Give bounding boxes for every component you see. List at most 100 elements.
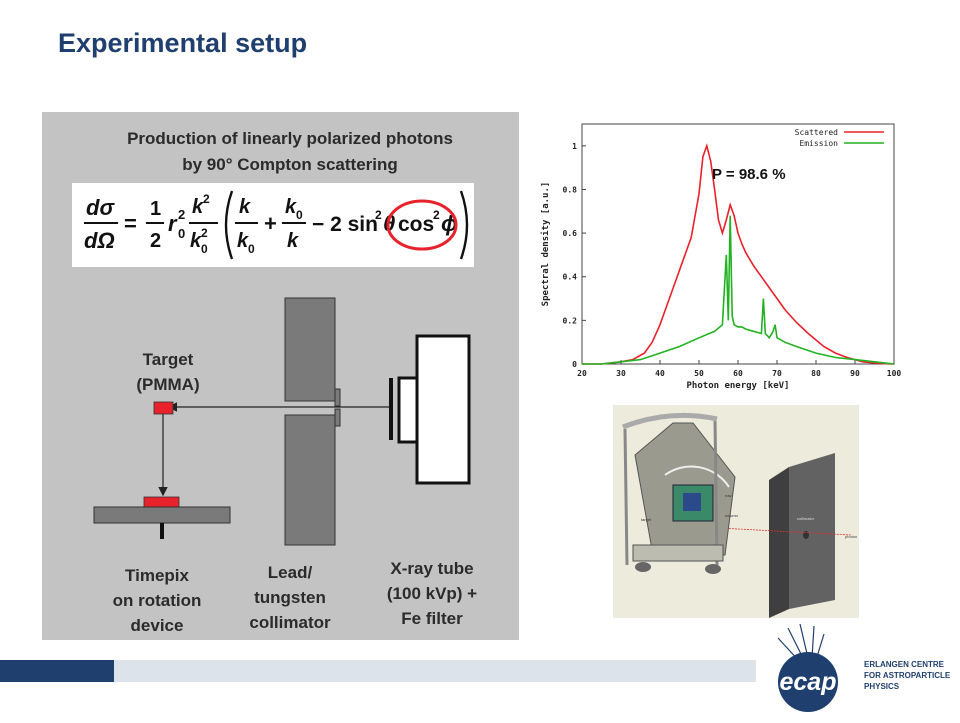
y-axis-label: Spectral density [a.u.] [540,182,551,307]
slide-title: Experimental setup [58,28,308,58]
formula-k-num-sq: 2 [203,192,210,206]
x-tick-label: 30 [616,369,626,378]
collimator-label: Lead/ tungsten collimator [240,560,340,635]
x-tick-label: 40 [655,369,665,378]
render-label-row: row [725,493,732,498]
rotation-device-render: collimator photon target row column [613,405,859,618]
pmma-target [153,401,174,415]
formula-k-num: k [192,196,204,218]
y-tick-label: 0.4 [563,273,578,282]
frame-rod-left [623,428,629,566]
y-tick-label: 0.6 [563,229,578,238]
timepix-detector [143,496,180,508]
x-tick-label: 70 [772,369,782,378]
ecap-logo-svg: ecap ERLANGEN CENTRE FOR ASTROPARTICLE P… [777,623,951,712]
x-tick-label: 90 [850,369,860,378]
formula-k0-den-sub: 0 [201,242,208,256]
xray-tube-window [397,376,419,444]
x-tick-label: 20 [577,369,587,378]
series-group [582,143,895,365]
logo-line-2: FOR ASTROPARTICLE [864,671,951,680]
logo-line-3: PHYSICS [864,682,900,691]
formula-svg: dσ dΩ = 1 2 r 2 0 k 2 k 2 0 k k 0 + k 0 … [84,190,469,260]
render-label-collimator: collimator [797,516,815,521]
frame-top-arc [622,412,718,430]
collimator-label-line-2: tungsten [254,588,326,607]
collimator-plate-side [769,467,789,618]
formula-k-over-k0-num: k [239,196,251,218]
formula-half-num: 1 [150,198,161,220]
legend-label-scattered: Scattered [795,128,839,137]
series-line-emission [582,215,895,365]
target-label-line-2: (PMMA) [136,375,200,394]
plot-frame [581,123,895,365]
frame-rod-right [713,418,719,566]
collimator-tip-upper [334,388,341,407]
collimator-label-line-1: Lead/ [267,563,313,582]
formula-eq: = [124,211,137,236]
formula-r0-sq: 2 [178,207,185,222]
panel-title-line-1: Production of linearly polarized photons [127,129,453,148]
render-label-column: column [725,513,738,518]
formula-lhs-den: dΩ [84,228,115,253]
logo-line-1: ERLANGEN CENTRE [864,660,945,669]
xray-tube-label-line-3: Fe filter [401,609,463,628]
formula-r0-sub: 0 [178,226,185,241]
target-label: Target (PMMA) [118,347,218,397]
rotation-axis [160,523,164,539]
y-tick-label: 0.8 [563,185,578,194]
xray-tube-label-line-1: X-ray tube [390,559,474,578]
legend-label-emission: Emission [799,139,838,148]
formula-k0-over-k-num-sub: 0 [296,208,303,222]
rotation-device-svg: collimator photon target row column [613,405,859,618]
formula-left-paren [224,190,234,260]
formula-lhs-num: dσ [86,195,115,220]
series-line-scattered [582,143,895,365]
formula-plus: + [264,211,277,236]
formula-k0-den-sq: 2 [201,226,208,240]
y-tick-label: 1 [572,142,577,151]
polarization-value: P = 98.6 % [712,166,786,183]
formula-k-over-k0-den: k [237,230,249,252]
xray-tube-label-line-2: (100 kVp) + [386,584,478,603]
formula-cos: cos [398,213,434,236]
formula-sin-sq: 2 [375,208,382,222]
ecap-logo: ecap ERLANGEN CENTRE FOR ASTROPARTICLE P… [760,622,956,723]
device-foot-right [705,564,721,574]
render-label-target: target [641,517,652,522]
timepix-label: Timepix on rotation device [82,563,232,638]
target-label-line-1: Target [142,350,194,369]
render-label-photon: photon [845,534,857,539]
formula-k0-den: k [190,230,202,252]
fe-filter [389,378,393,440]
timepix-label-line-1: Timepix [125,566,189,585]
device-base [632,544,724,562]
x-axis-label: Photon energy [keV] [687,381,790,391]
footer-bar [114,660,756,682]
xray-tube-label: X-ray tube (100 kVp) + Fe filter [362,556,502,631]
formula-sin: − 2 sin [312,213,378,236]
x-tick-label: 50 [694,369,704,378]
rotation-stage [93,506,231,524]
y-tick-label: 0.2 [563,316,578,325]
xray-tube-body [415,334,471,485]
panel-title-line-2: by 90° Compton scattering [182,155,398,174]
timepix-label-line-2: on rotation [112,591,202,610]
logo-mark-circle [778,652,838,712]
x-tick-label: 100 [887,369,902,378]
formula-r0: r [168,211,178,236]
setup-schematic [93,297,471,546]
collimator-lower-block [284,414,336,546]
formula-right-paren [459,190,469,260]
logo-mark-text: ecap [780,668,837,696]
detector-chip [683,493,701,511]
formula-k-over-k0-den-sub: 0 [248,242,255,256]
formula-k0-over-k-den: k [287,230,299,252]
cos-phi-highlight [386,199,458,251]
device-foot-left [635,562,651,572]
formula-k0-over-k-num: k [285,196,297,218]
y-tick-label: 0 [572,360,577,369]
x-tick-label: 80 [811,369,821,378]
